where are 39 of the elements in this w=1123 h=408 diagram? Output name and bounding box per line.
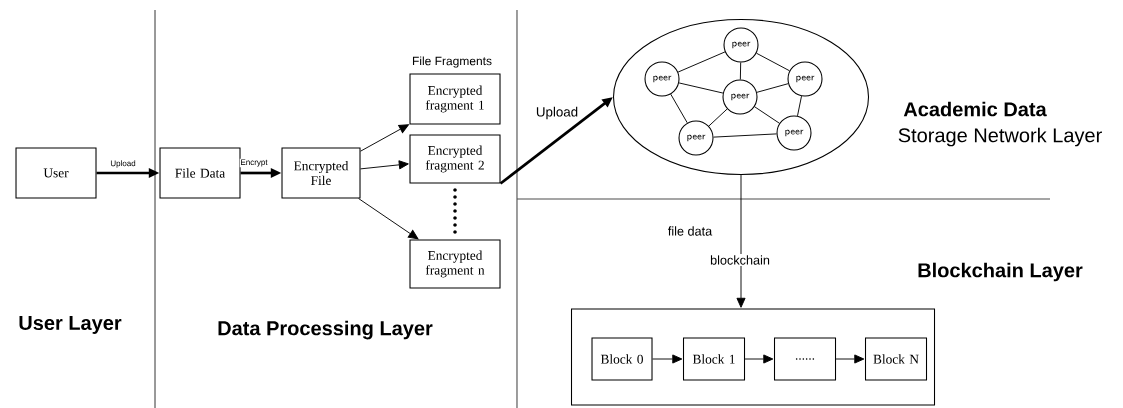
connector-line [756, 52, 790, 72]
arrow [736, 174, 746, 308]
layer-label: Storage Network Layer [898, 127, 1102, 147]
connector-line [754, 106, 780, 124]
layer-label: Academic Data [903, 101, 1047, 117]
note-label: blockchain [708, 254, 772, 266]
arrow [744, 354, 774, 364]
edge-label: Encrypt [239, 158, 269, 168]
edge-label: file data [667, 225, 713, 237]
block-box: Block 1 [682, 337, 746, 381]
connector-line [797, 95, 802, 117]
block-box: Block N [864, 337, 928, 381]
layer-label: Data Processing Layer [218, 320, 433, 340]
arrow [835, 354, 865, 364]
edge-label: Upload [109, 159, 137, 169]
layer-label: User Layer [19, 316, 122, 334]
layer-label: Blockchain Layer [918, 262, 1083, 282]
network-ellipse [612, 18, 870, 176]
process-box: Encrypted fragment n [409, 239, 501, 289]
arrow [358, 198, 419, 240]
connector-line [678, 82, 724, 94]
connector-line [670, 93, 688, 124]
process-box: Encrypted fragment 2 [409, 134, 501, 184]
process-box: Encrypted fragment 1 [409, 73, 501, 125]
connector-line [708, 108, 728, 127]
arrow [360, 124, 409, 152]
process-box [570, 308, 936, 406]
connector-line [739, 62, 742, 80]
connector-line [713, 133, 777, 138]
arrow [360, 160, 409, 170]
edge-label: Upload [535, 106, 579, 120]
connector-line [756, 83, 789, 93]
process-box: Encrypted File [281, 147, 361, 199]
block-box: Block 0 [591, 337, 653, 381]
process-box: File Data [159, 147, 241, 199]
arrow [652, 354, 683, 364]
block-box: ...... [773, 337, 837, 381]
process-box: User [15, 147, 97, 199]
connector-line [677, 51, 726, 73]
